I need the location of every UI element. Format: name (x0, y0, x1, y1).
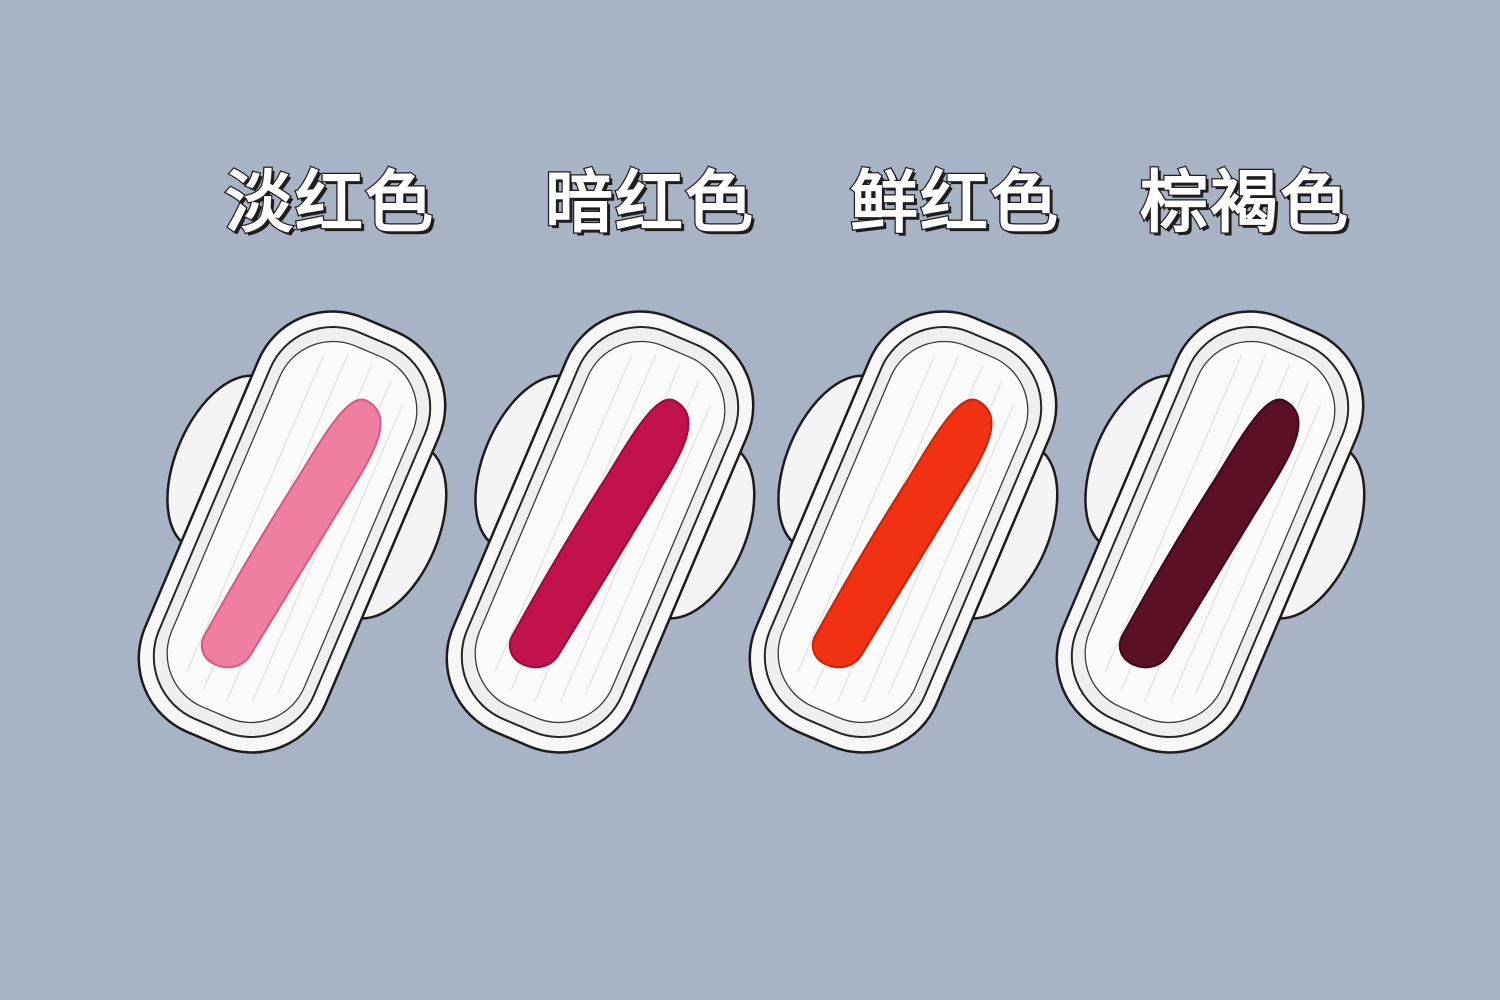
pad-brown (1055, 310, 1366, 754)
stain (811, 398, 993, 669)
label-bright-red: 鲜红色 (849, 164, 1060, 243)
pad-bright-red (748, 310, 1059, 754)
label-light-red: 淡红色 (224, 164, 435, 243)
pad-dark-red (445, 310, 756, 754)
label-dark-red: 暗红色 (544, 164, 755, 243)
stain (508, 398, 690, 669)
stain (200, 398, 382, 669)
pad-light-red (137, 310, 448, 754)
label-brown: 棕褐色 (1139, 164, 1350, 243)
stain (1118, 398, 1300, 669)
